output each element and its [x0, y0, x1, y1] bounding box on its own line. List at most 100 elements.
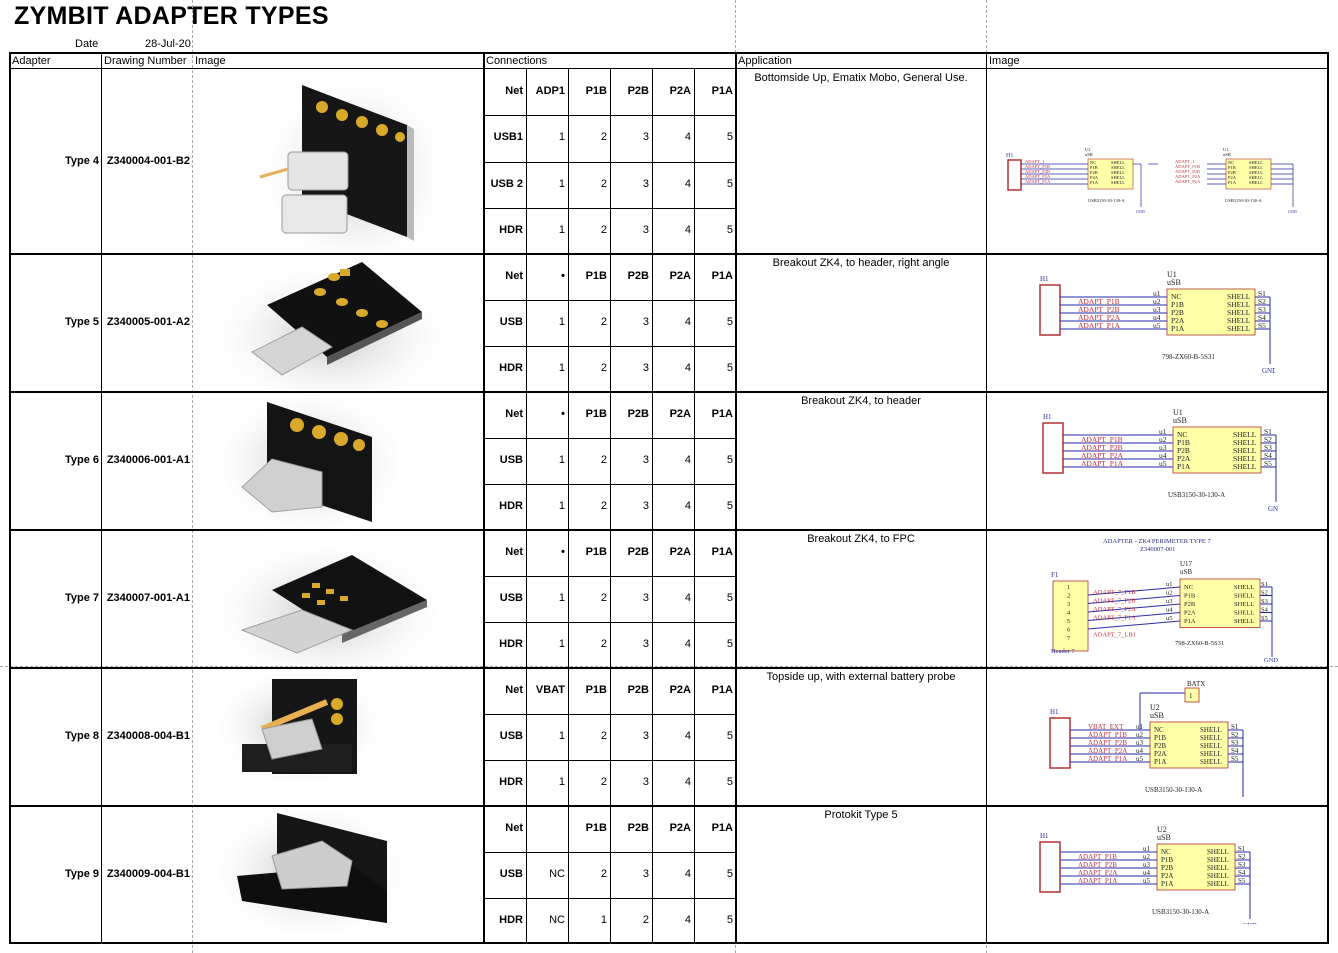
pin-label: P2A [1177, 454, 1191, 463]
pin-label: u4 [1153, 313, 1161, 322]
conn-cell: 3 [642, 500, 649, 512]
application-text: Protokit Type 5 [824, 809, 898, 821]
conn-row-line [483, 161, 736, 163]
net-label: ADAPT_P1B [1175, 164, 1200, 169]
pin-label: P1B [1184, 593, 1196, 600]
schematic-title: Z340007-001 [1140, 546, 1175, 553]
conn-col-line [610, 392, 611, 530]
conn-row-line [483, 207, 736, 209]
conn-cell: 2 [600, 500, 607, 512]
conn-cell: 4 [684, 500, 691, 512]
adapter-type: Type 8 [64, 730, 99, 742]
conn-cell: 2 [600, 177, 607, 190]
conn-cell: 3 [642, 454, 649, 466]
gnd-label: GND [1136, 209, 1145, 214]
conn-header-cell: VBAT [535, 684, 565, 696]
conn-cell: 3 [642, 776, 649, 788]
net-label: ADAPT_P1B [1081, 435, 1123, 444]
net-label: ADAPT_P2B [1025, 169, 1050, 174]
pin-label: u5 [1166, 615, 1173, 622]
pin-label: S2 [1238, 853, 1246, 861]
adapter-type: Type 4 [64, 154, 99, 167]
net-label: ADAPT_7_P2A [1093, 606, 1136, 613]
application-text: Breakout ZK4, to header [801, 395, 921, 407]
conn-cell: 1 [558, 223, 565, 236]
shell-label: SHELL [1200, 742, 1222, 750]
schematic-type8: H1U2uSBNCSHELLu1S1VBAT_EXTP1BSHELLu2S2AD… [1049, 680, 1244, 797]
date-value: 28-Jul-20 [145, 38, 191, 50]
ref-label: U17 [1180, 560, 1193, 568]
conn-header-cell: • [561, 408, 565, 420]
conn-cell: 2 [600, 131, 607, 144]
shell-label: SHELL [1207, 864, 1229, 872]
conn-cell: 5 [726, 776, 733, 788]
conn-cell: 4 [684, 638, 691, 650]
conn-header-cell: P1B [585, 822, 607, 834]
shell-label: SHELL [1227, 324, 1251, 333]
conn-cell: NC [549, 914, 565, 926]
shell-label: SHELL [1200, 734, 1222, 742]
adapter-type: Type 6 [64, 454, 99, 466]
shell-label: SHELL [1200, 726, 1222, 734]
row-divider [9, 391, 1329, 393]
pin-label: P1B [1090, 165, 1098, 170]
conn-cell: USB [499, 730, 523, 742]
pin-label: S1 [1231, 723, 1239, 731]
conn-cell: 4 [684, 362, 691, 374]
conn-header-cell: ADP1 [535, 85, 565, 98]
conn-header-cell: Net [505, 408, 523, 420]
shell-label: SHELL [1234, 618, 1254, 625]
conn-col-line [694, 392, 695, 530]
part-label: USB3150-30-130-A [1145, 786, 1202, 794]
conn-cell: USB [499, 454, 523, 466]
net-label: ADAPT_P2A [1078, 313, 1121, 322]
pin-label: P1A [1228, 180, 1237, 185]
pin-label: u2 [1136, 731, 1144, 739]
conn-col-line [568, 392, 569, 530]
conn-cell: 5 [726, 362, 733, 374]
shell-label: SHELL [1207, 872, 1229, 880]
pin-label: P2B [1228, 170, 1236, 175]
pin-label: S1 [1261, 581, 1268, 588]
ref-label: F1 [1051, 571, 1059, 579]
conn-col-line [610, 668, 611, 806]
net-label: ADAPT_P2A [1081, 451, 1124, 460]
pin-label: u2 [1166, 590, 1173, 597]
conn-header-cell: P1B [585, 408, 607, 420]
h1-label: H1 [1043, 413, 1052, 421]
pin-label: S5 [1258, 321, 1266, 330]
conn-cell: USB [499, 868, 523, 880]
drawing-number: Z340009-004-B1 [106, 868, 190, 880]
pin-label: u4 [1159, 451, 1167, 460]
pin-label: P2A [1184, 610, 1196, 617]
adapter-photo-type7 [222, 535, 434, 665]
conn-header-cell: P2A [669, 85, 691, 98]
row-divider [9, 805, 1329, 807]
conn-cell: 4 [684, 730, 691, 742]
conn-cell: 3 [642, 223, 649, 236]
conn-header-cell: P1A [711, 546, 733, 558]
adapter-type: Type 7 [64, 592, 99, 604]
conn-cell: 4 [684, 223, 691, 236]
pin-label: u3 [1153, 305, 1161, 314]
conn-cell: 5 [726, 638, 733, 650]
net-label: ADAPT_7_P2B [1093, 598, 1136, 605]
conn-cell: 4 [684, 868, 691, 880]
ref-label: U1 [1173, 408, 1183, 417]
shell-label: SHELL [1234, 593, 1254, 600]
conn-col-line [652, 254, 653, 392]
conn-cell: 1 [558, 362, 565, 374]
pin-label: 6 [1067, 627, 1071, 634]
pin-label: P2B [1171, 308, 1184, 317]
conn-cell: 3 [642, 177, 649, 190]
pin-label: P1B [1171, 300, 1184, 309]
conn-cell: 2 [600, 316, 607, 328]
pin-label: P1A [1154, 758, 1166, 766]
conn-row-line [483, 714, 736, 715]
part-label: USB3150-30-130-A [1088, 198, 1125, 203]
conn-cell: 2 [600, 454, 607, 466]
conn-cell: 3 [642, 592, 649, 604]
net-label: ADAPT_P2B [1078, 861, 1117, 869]
gnd-label: GND [1262, 367, 1275, 375]
adapter-photo-type5 [222, 257, 440, 389]
